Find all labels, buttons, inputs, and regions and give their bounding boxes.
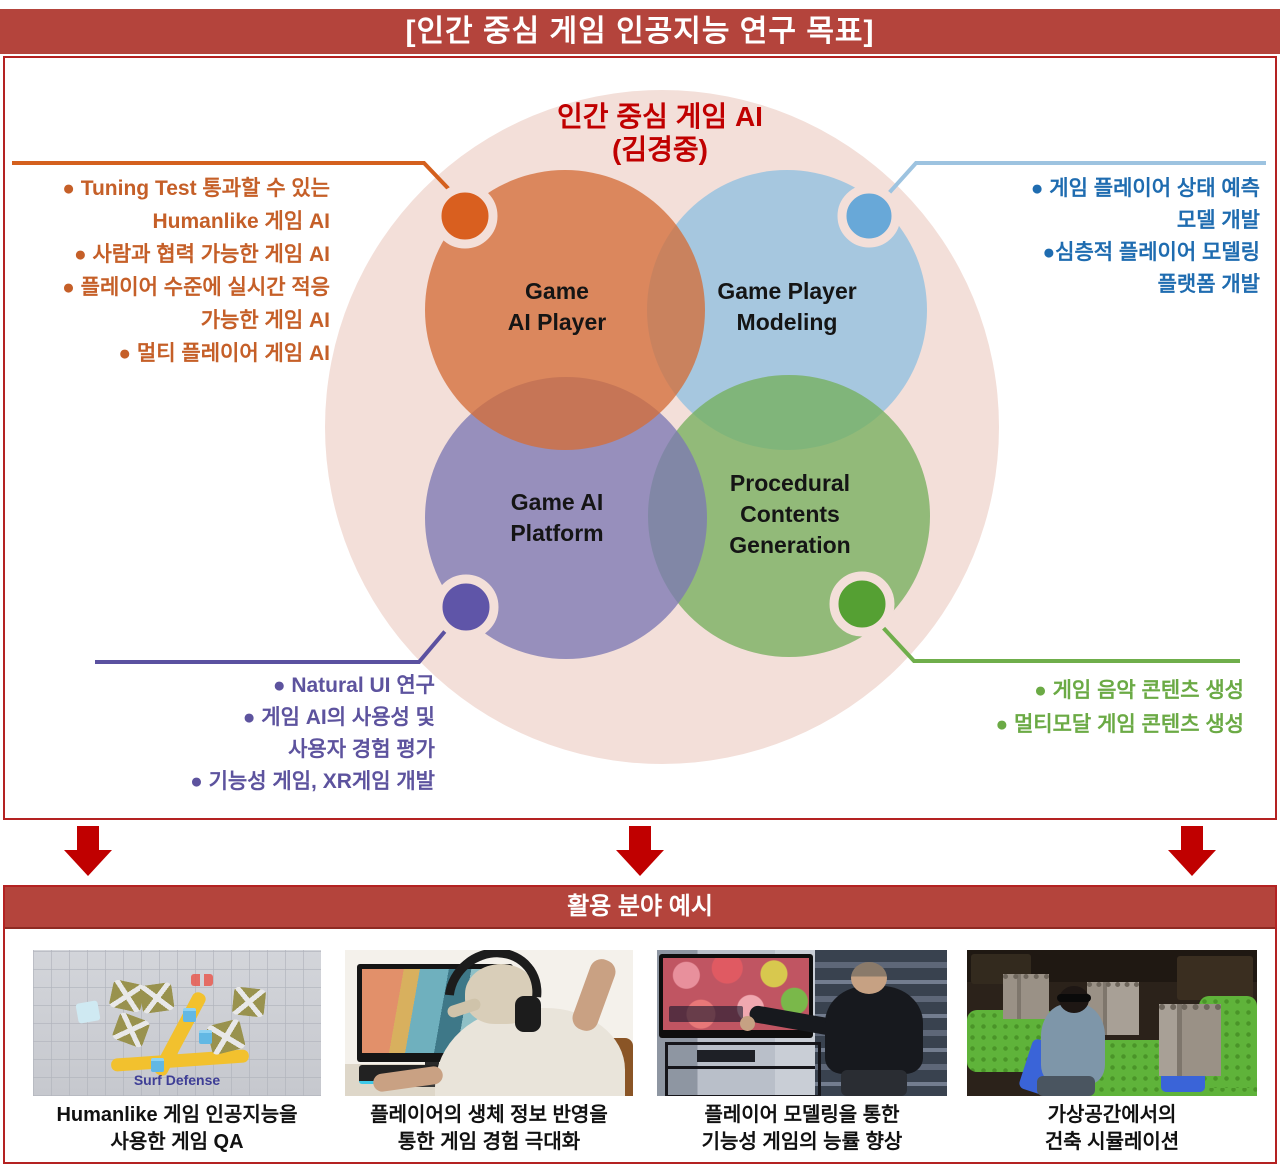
callout-line-text: ● Tuning Test 통과할 수 있는: [62, 177, 330, 200]
callout-dot-green: [829, 571, 895, 637]
blue-unit-shape: [199, 1030, 212, 1044]
callout-line-text: ● 사람과 협력 가능한 게임 AI: [73, 243, 330, 266]
venn-circle-game-ai-player: [425, 170, 705, 450]
examples-title: 활용 분야 예시: [5, 887, 1275, 929]
callout-line-text: 플랫폼 개발: [1157, 273, 1260, 296]
tv-shelf-shape: [665, 1042, 821, 1096]
callout-line-text: ● 플레이어 수준에 실시간 적응: [62, 276, 330, 299]
callout-game-ai-platform: ● Natural UI 연구 ● 게임 AI의 사용성 및 사용자 경험 평가…: [190, 670, 435, 798]
down-arrow: [64, 826, 112, 876]
caption-line: 통한 게임 경험 극대화: [397, 1131, 581, 1153]
label-line: Game: [525, 278, 589, 304]
headphone-earcup-shape: [515, 996, 541, 1032]
label-game-ai-platform: Game AI Platform: [437, 487, 677, 549]
label-game-ai-player: Game AI Player: [437, 276, 677, 338]
game-title-overlay: Surf Defense: [133, 1072, 221, 1088]
label-line: Procedural: [729, 470, 851, 496]
label-game-player-modeling: Game Player Modeling: [667, 276, 907, 338]
ice-block-shape: [75, 1000, 101, 1024]
caption-line: 가상공간에서의: [1047, 1104, 1177, 1126]
person-hoodie-shape: [825, 986, 923, 1074]
example-caption: 플레이어의 생체 정보 반영을 통한 게임 경험 극대화: [345, 1102, 633, 1156]
caption-line: Humanlike 게임 인공지능을: [56, 1104, 298, 1126]
blue-unit-shape: [183, 1008, 196, 1022]
venn-center-title-line1: 인간 중심 게임 AI: [557, 101, 763, 132]
example-image-player-modeling-game: [657, 950, 947, 1096]
person-legs-shape: [841, 1070, 907, 1096]
callout-line-text: 가능한 게임 AI: [200, 309, 330, 332]
castle-shape: [1159, 1004, 1221, 1076]
crate-shape: [111, 1011, 151, 1049]
arrow-head: [616, 850, 664, 876]
callout-dot-purple: [433, 574, 499, 640]
callout-line-text: ● 게임 음악 콘텐츠 생성: [1034, 679, 1244, 702]
yellow-bar-shape: [110, 1049, 250, 1072]
example-image-ar-architecture: [967, 950, 1257, 1096]
label-line: Contents: [740, 501, 840, 527]
example-caption: 가상공간에서의 건축 시뮬레이션: [967, 1102, 1257, 1156]
ar-headset-shape: [1057, 994, 1091, 1002]
venn-center-title-line2: (김경중): [612, 134, 708, 165]
label-line: Platform: [510, 520, 604, 546]
example-caption: 플레이어 모델링을 통한 기능성 게임의 능률 향상: [657, 1102, 947, 1156]
callout-line-text: ● 게임 AI의 사용성 및: [242, 706, 435, 729]
label-line: Generation: [729, 532, 851, 558]
callout-game-player-modeling: ● 게임 플레이어 상태 예측 모델 개발 ●심층적 플레이어 모델링 플랫폼 …: [1031, 173, 1260, 301]
crate-shape: [231, 986, 267, 1018]
example-image-surf-defense: Surf Defense: [33, 950, 321, 1096]
down-arrow: [1168, 826, 1216, 876]
caption-line: 플레이어 모델링을 통한: [704, 1104, 900, 1126]
callout-line-text: ● 멀티모달 게임 콘텐츠 생성: [995, 713, 1244, 736]
label-line: Game Player: [717, 278, 857, 304]
arrow-shaft: [1181, 826, 1203, 850]
enemy-marker-shape: [191, 974, 213, 986]
arrow-head: [1168, 850, 1216, 876]
castle-shape: [1003, 974, 1049, 1019]
callout-line-text: 사용자 경험 평가: [288, 738, 435, 761]
console-shape: [697, 1050, 755, 1062]
person-legs-shape: [1037, 1076, 1095, 1096]
furniture-shape: [1177, 956, 1253, 1000]
label-procedural-contents-generation: Procedural Contents Generation: [670, 468, 910, 561]
caption-line: 건축 시뮬레이션: [1044, 1131, 1180, 1153]
tv-caption-shape: [669, 1006, 743, 1022]
person-torso-shape: [1041, 1004, 1105, 1084]
callout-line-text: ● 게임 플레이어 상태 예측: [1030, 177, 1260, 200]
callout-line-text: ● Natural UI 연구: [272, 674, 435, 697]
crate-shape: [139, 981, 175, 1015]
person-hand-shape: [740, 1016, 755, 1031]
caption-line: 기능성 게임의 능률 향상: [701, 1131, 903, 1153]
down-arrow: [616, 826, 664, 876]
label-line: Game AI: [510, 489, 604, 515]
caption-line: 플레이어의 생체 정보 반영을: [370, 1104, 608, 1126]
label-line: AI Player: [507, 309, 607, 335]
tv-shelf-line-shape: [665, 1066, 815, 1069]
arrow-shaft: [77, 826, 99, 850]
callout-line-text: ●심층적 플레이어 모델링: [1042, 241, 1260, 264]
example-caption: Humanlike 게임 인공지능을 사용한 게임 QA: [33, 1102, 321, 1156]
callout-line-text: Humanlike 게임 AI: [152, 210, 330, 233]
venn-circle-game-ai-platform: [425, 377, 707, 659]
label-line: Modeling: [736, 309, 838, 335]
callout-line-text: ● 멀티 플레이어 게임 AI: [118, 342, 330, 365]
callout-line-text: ● 기능성 게임, XR게임 개발: [190, 770, 435, 793]
callout-procedural-contents-generation: ● 게임 음악 콘텐츠 생성 ● 멀티모달 게임 콘텐츠 생성: [995, 674, 1244, 742]
arrow-head: [64, 850, 112, 876]
callout-dot-blue: [837, 184, 901, 248]
example-image-biometric-gaming: [345, 950, 633, 1096]
page-title: [인간 중심 게임 인공지능 연구 목표]: [0, 9, 1280, 54]
raised-arm-shape: [569, 955, 619, 1035]
blue-unit-shape: [151, 1058, 164, 1072]
callout-dot-orange: [432, 183, 498, 249]
person-head-shape: [851, 962, 887, 994]
caption-line: 사용한 게임 QA: [110, 1131, 244, 1153]
venn-center-title: 인간 중심 게임 AI (김경중): [430, 100, 890, 166]
callout-game-ai-player: ● Tuning Test 통과할 수 있는 Humanlike 게임 AI ●…: [62, 172, 330, 370]
arrow-shaft: [629, 826, 651, 850]
callout-line-text: 모델 개발: [1176, 209, 1260, 232]
